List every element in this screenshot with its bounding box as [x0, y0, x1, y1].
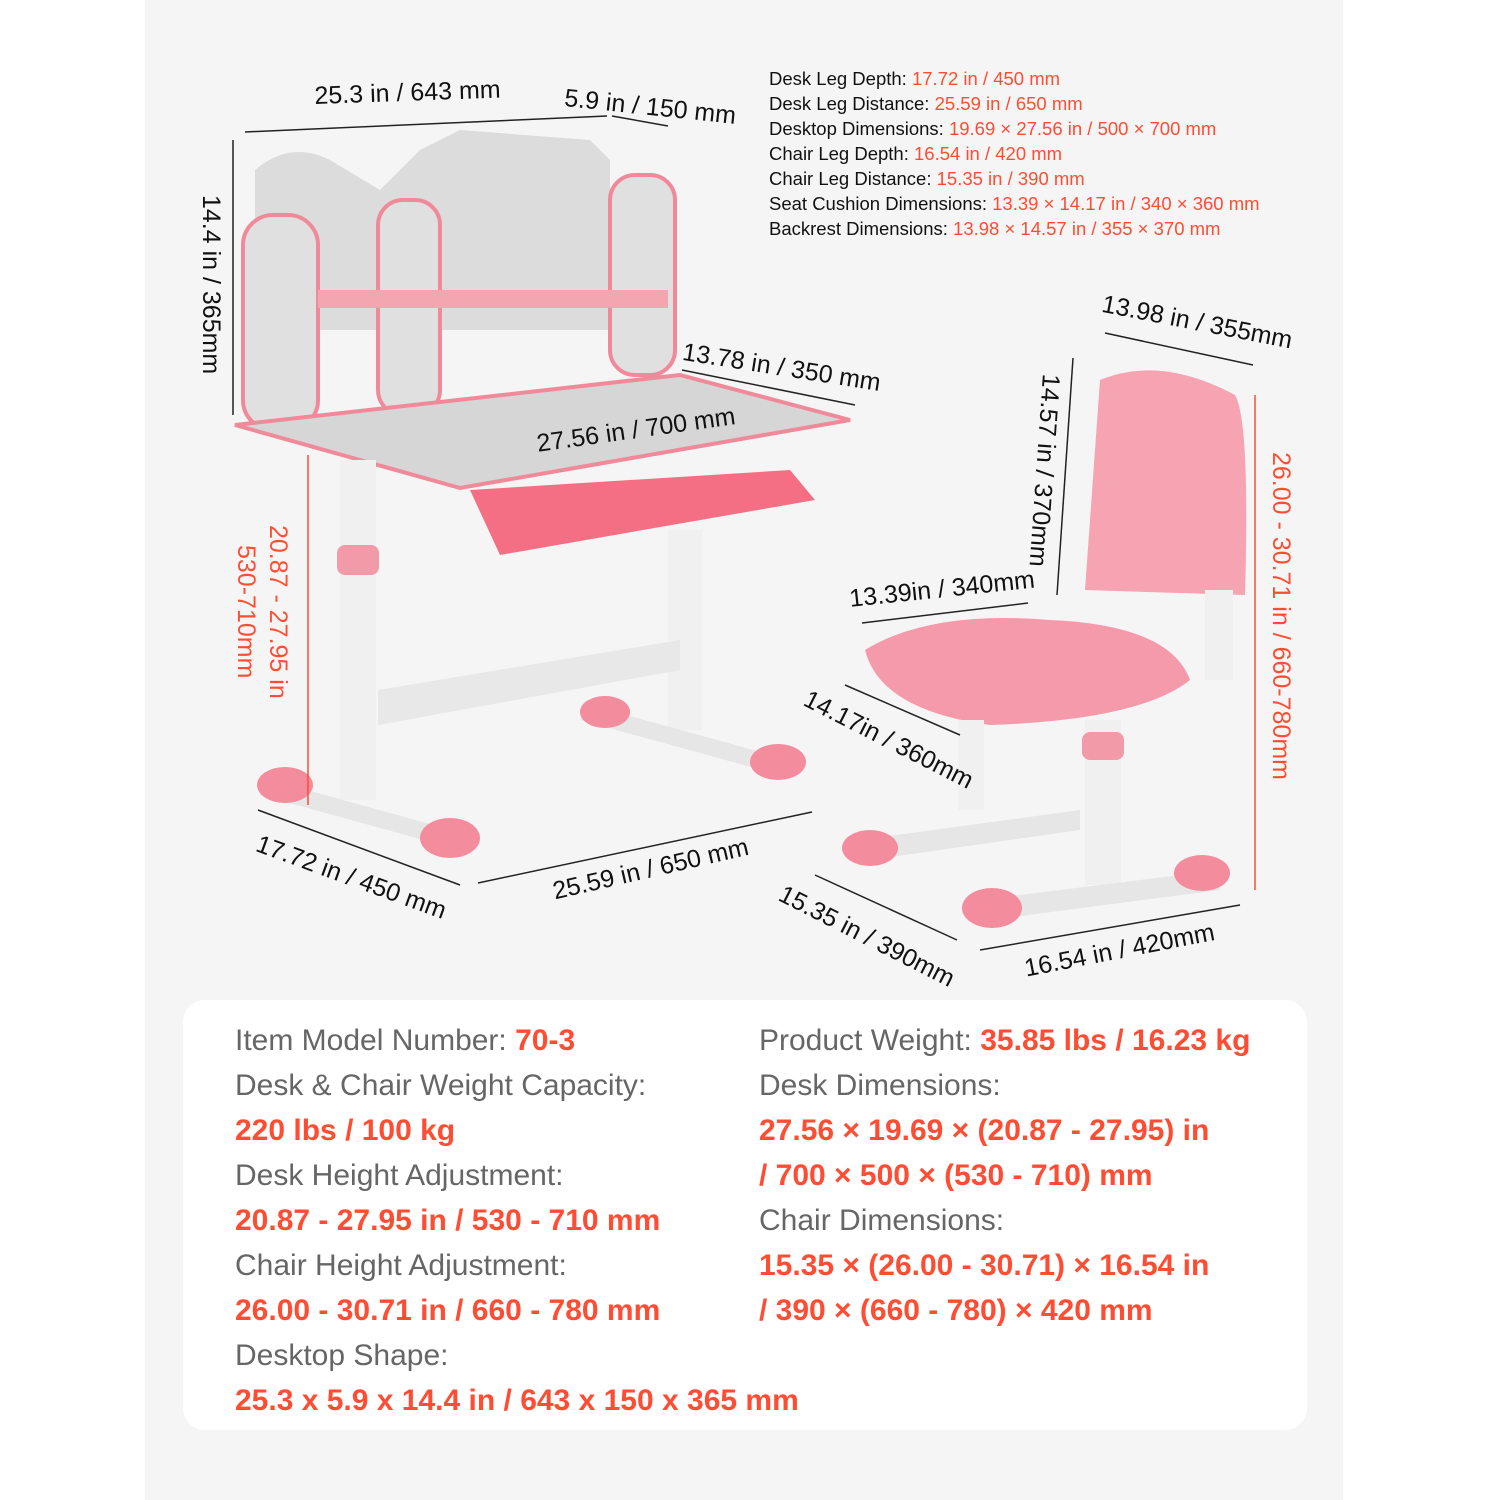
desk-dimensions-label: Desk Dimensions:: [759, 1069, 1001, 1102]
desk-height-mm-label: 530-710mm: [232, 545, 260, 679]
weight-value: 35.85 lbs / 16.23 kg: [980, 1024, 1251, 1057]
chair-height-label: 26.00 - 30.71 in / 660-780mm: [1267, 452, 1295, 780]
spec-item: Chair Leg Depth: 16.54 in / 420 mm: [769, 143, 1063, 164]
weight-label: Product Weight:: [759, 1024, 981, 1057]
desk-chair-illustration: [232, 115, 1256, 951]
desktop-shape-label: Desktop Shape:: [235, 1339, 449, 1372]
desk-height-in-label: 20.87 - 27.95 in: [264, 525, 292, 699]
spec-item: Seat Cushion Dimensions: 13.39 × 14.17 i…: [769, 193, 1260, 214]
chair-height-label: Chair Height Adjustment:: [235, 1249, 567, 1282]
chair: [842, 370, 1247, 928]
spec-item: Backrest Dimensions: 13.98 × 14.57 in / …: [769, 218, 1221, 239]
spec-item: Chair Leg Distance: 15.35 in / 390 mm: [769, 168, 1085, 189]
specs-card: Item Model Number: 70-3 Desk & Chair Wei…: [183, 1000, 1307, 1430]
dimension-lines: [232, 115, 1254, 951]
desk-height-value: 20.87 - 27.95 in / 530 - 710 mm: [235, 1204, 661, 1237]
desk: [234, 130, 851, 858]
specs-right-column: Product Weight: 35.85 lbs / 16.23 kg Des…: [759, 1018, 1250, 1333]
shelf-height-label: 14.4 in / 365mm: [197, 195, 225, 375]
desk-dimensions-in: 27.56 × 19.69 × (20.87 - 27.95) in: [759, 1114, 1210, 1147]
specs-left-column: Item Model Number: 70-3 Desk & Chair Wei…: [235, 1018, 799, 1423]
chair-dimensions-mm: / 390 × (660 - 780) × 420 mm: [759, 1294, 1153, 1327]
chair-dimensions-label: Chair Dimensions:: [759, 1204, 1005, 1237]
spec-item: Desk Leg Distance: 25.59 in / 650 mm: [769, 93, 1083, 114]
capacity-value: 220 lbs / 100 kg: [235, 1114, 456, 1147]
capacity-label: Desk & Chair Weight Capacity:: [235, 1069, 647, 1102]
desk-dimensions-mm: / 700 × 500 × (530 - 710) mm: [759, 1159, 1153, 1192]
chair-dimensions-in: 15.35 × (26.00 - 30.71) × 16.54 in: [759, 1249, 1210, 1282]
spec-item: Desktop Dimensions: 19.69 × 27.56 in / 5…: [769, 118, 1217, 139]
spec-list: Desk Leg Depth: 17.72 in / 450 mm Desk L…: [769, 66, 1260, 241]
desk-height-label: Desk Height Adjustment:: [235, 1159, 564, 1192]
desktop-shape-value: 25.3 x 5.9 x 14.4 in / 643 x 150 x 365 m…: [235, 1384, 799, 1417]
spec-item: Desk Leg Depth: 17.72 in / 450 mm: [769, 68, 1061, 89]
height-lines: [307, 395, 1256, 890]
chair-height-value: 26.00 - 30.71 in / 660 - 780 mm: [235, 1294, 661, 1327]
model-value: 70-3: [515, 1024, 576, 1057]
model-label: Item Model Number:: [235, 1024, 516, 1057]
